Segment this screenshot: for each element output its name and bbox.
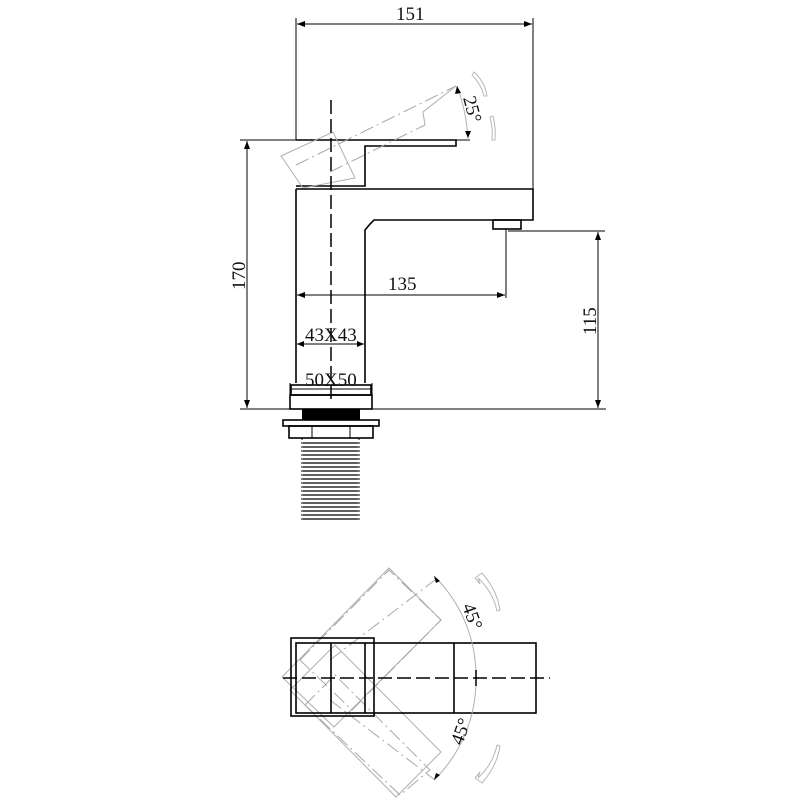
threaded-shank bbox=[301, 438, 360, 522]
top-body bbox=[290, 637, 537, 717]
dim-label-45deg-right: 45° bbox=[447, 716, 476, 748]
rotation-arrow-icon bbox=[471, 71, 488, 97]
dim-label-135: 135 bbox=[388, 274, 417, 295]
dimension-43x43: 43X43 bbox=[297, 325, 364, 347]
base-plate: 50X50 bbox=[289, 370, 606, 410]
dimension-135: 135 bbox=[297, 229, 507, 298]
dim-label-50x50: 50X50 bbox=[305, 370, 357, 391]
rotation-arrow-icon bbox=[489, 115, 496, 141]
rubber-washer bbox=[302, 409, 360, 420]
dim-label-25deg: 25° bbox=[458, 94, 485, 125]
dim-label-115: 115 bbox=[580, 307, 601, 335]
tap-body bbox=[295, 188, 534, 383]
rotation-arrow-icon bbox=[474, 572, 501, 612]
dim-label-45deg-left: 45° bbox=[457, 601, 486, 633]
dimension-25deg: 25° bbox=[455, 71, 496, 141]
rotation-arrow-icon bbox=[474, 744, 501, 784]
dimension-115: 115 bbox=[508, 230, 605, 408]
back-nut bbox=[282, 419, 380, 439]
dim-label-151: 151 bbox=[396, 4, 425, 25]
dim-label-43x43: 43X43 bbox=[305, 325, 357, 346]
dim-label-170: 170 bbox=[229, 262, 250, 291]
lever-handle bbox=[296, 139, 470, 187]
side-view: 151 170 25° bbox=[229, 4, 606, 522]
top-view: 45° 45° bbox=[281, 567, 550, 798]
handle-ghost-rotations bbox=[281, 567, 442, 798]
dimension-151: 151 bbox=[295, 4, 534, 190]
lever-handle-ghost bbox=[280, 85, 457, 189]
dimension-170: 170 bbox=[229, 139, 296, 410]
